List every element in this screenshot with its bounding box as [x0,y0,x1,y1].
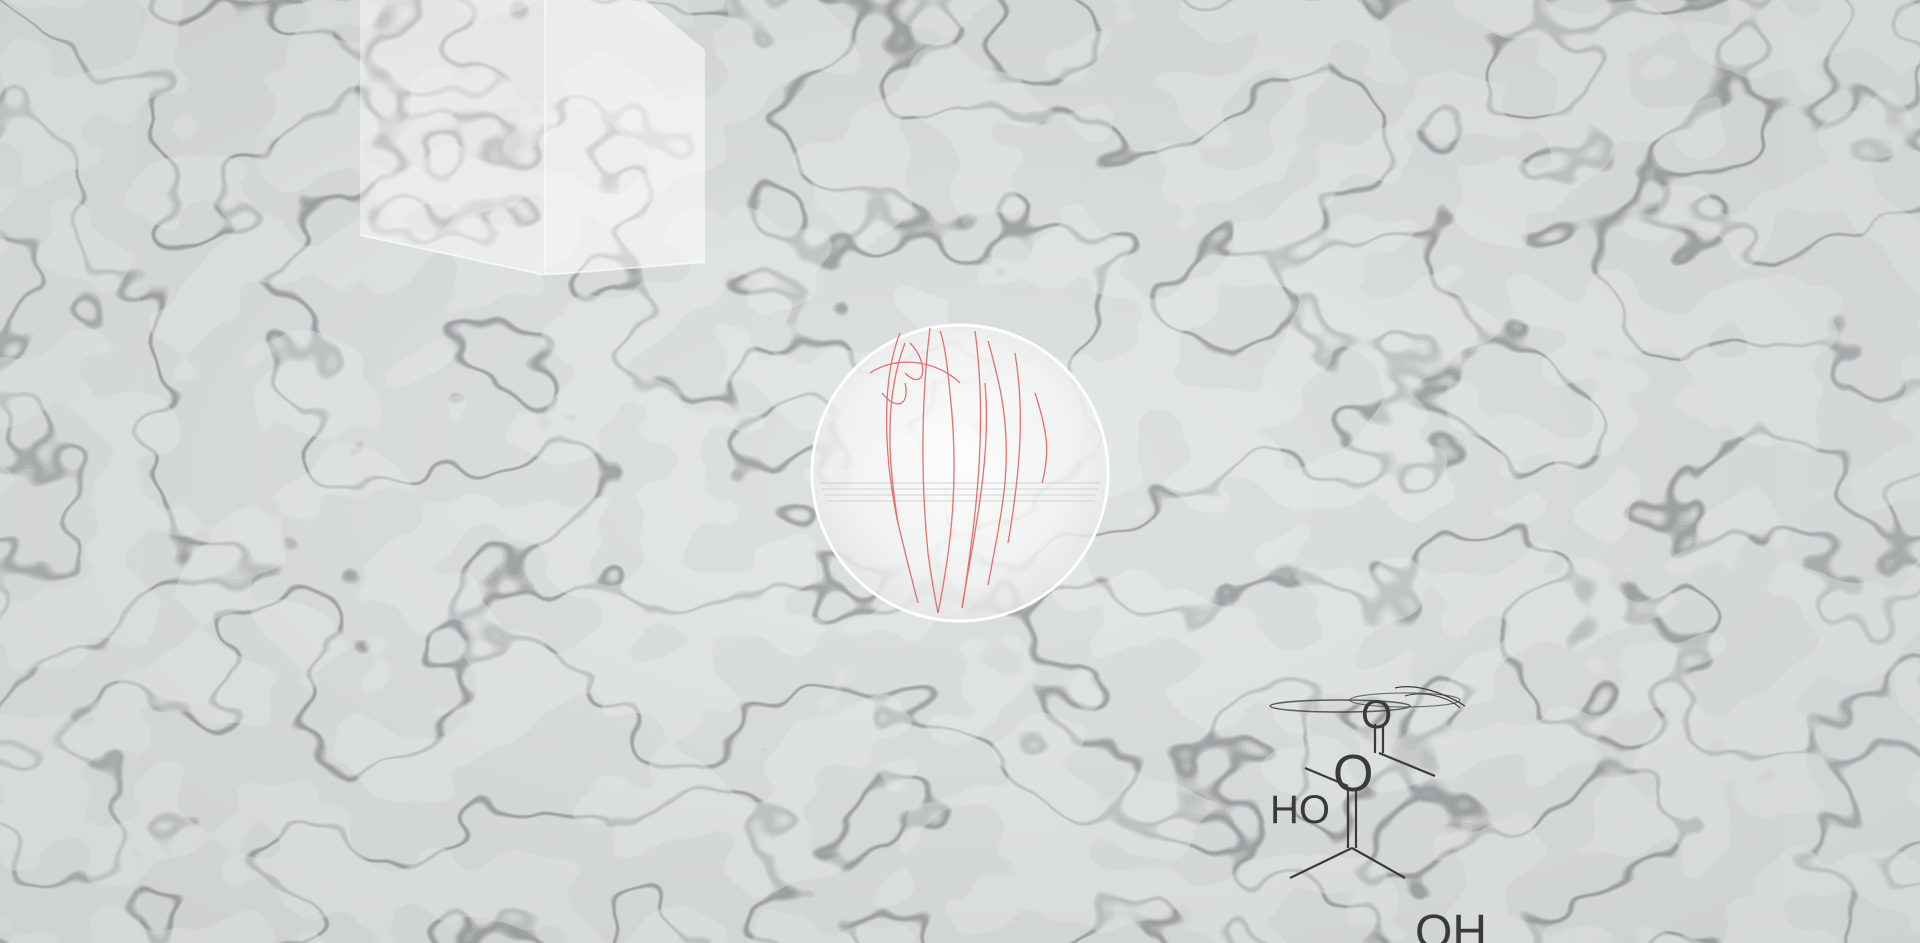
molecule-atom-o-top: O [1361,693,1392,737]
molecule-atom-ho: HO [1270,788,1330,832]
red-sketch-lines [869,327,1048,614]
right-overlay-panel [1782,0,1920,943]
molecule-atom-o-mid: O [1333,745,1373,803]
molecule-atom-oh: OH [1415,906,1487,943]
translucent-cube [359,0,706,275]
sketch-sphere [810,323,1110,623]
left-overlay-panel [0,0,140,943]
molecule-diagram: O O HO OH [1269,686,1487,943]
